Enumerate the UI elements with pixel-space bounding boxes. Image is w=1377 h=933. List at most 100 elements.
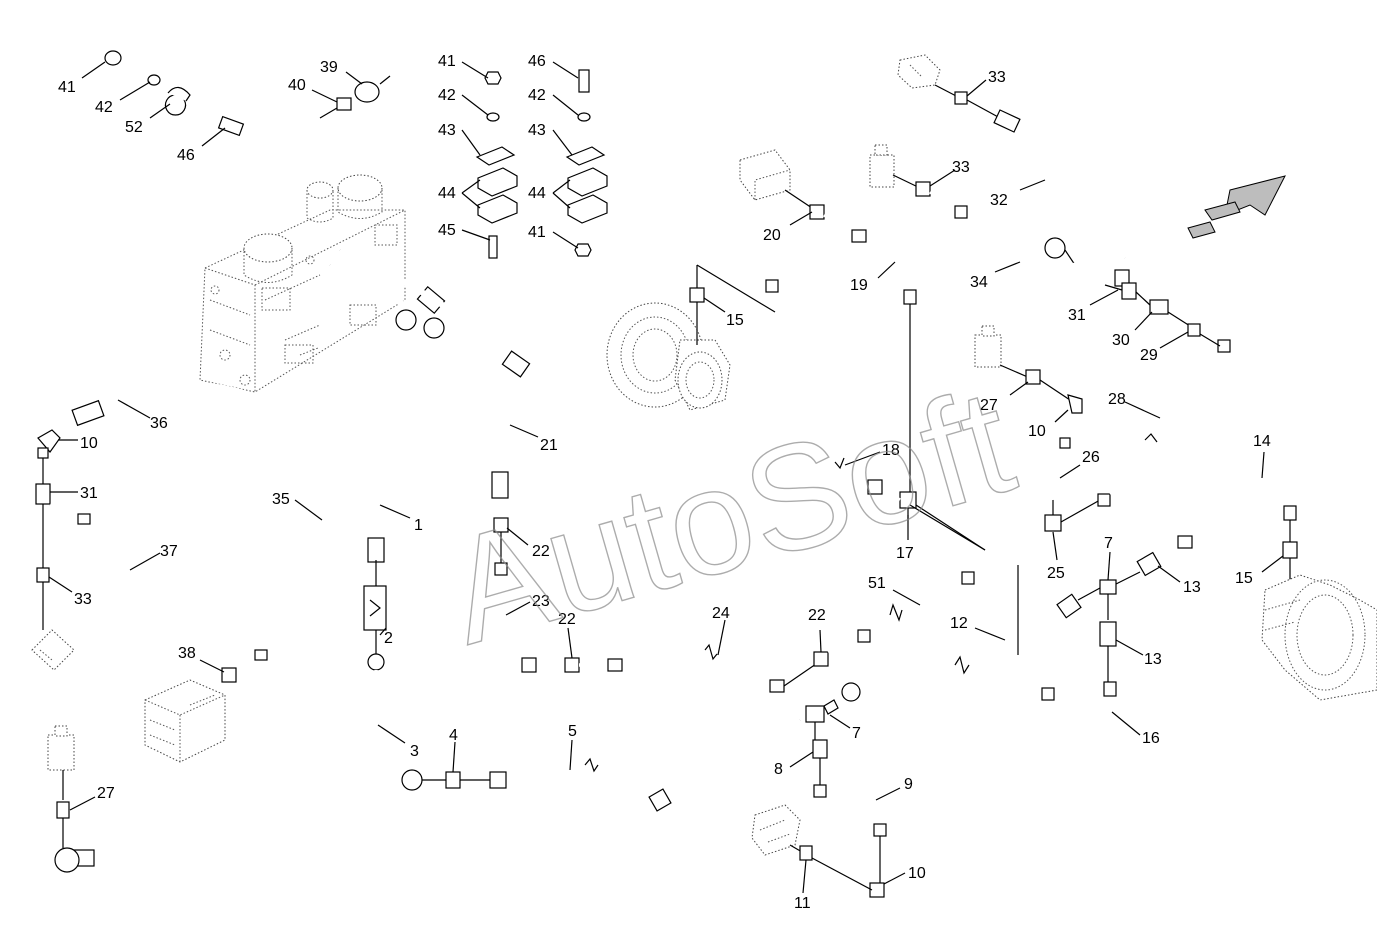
pipe-34 <box>929 190 1127 267</box>
fitting-27-right <box>1025 369 1041 385</box>
solenoid-33-mid <box>869 144 895 188</box>
wheel-motor-right <box>1261 574 1377 701</box>
callout-12: 12 <box>950 615 968 632</box>
elbow-10-left <box>37 429 61 459</box>
callout-31: 31 <box>80 485 98 502</box>
callout-22: 22 <box>532 543 550 560</box>
callout-29: 29 <box>1140 347 1158 364</box>
callout-4: 4 <box>449 727 458 744</box>
watermark: AutoSoft <box>430 356 1029 676</box>
callout-7: 7 <box>852 725 861 742</box>
callout-45: 45 <box>438 222 456 239</box>
callout-41: 41 <box>528 224 546 241</box>
callout-3: 3 <box>410 743 419 760</box>
pipe-18 <box>763 263 901 502</box>
callout-33: 33 <box>952 159 970 176</box>
pipe-5 <box>489 718 801 818</box>
fitting-13-upper <box>1136 551 1162 577</box>
fitting-20 <box>809 204 825 220</box>
fitting-22-c <box>813 651 829 667</box>
pipe-24 <box>579 653 785 696</box>
callout-22: 22 <box>808 607 826 624</box>
wheel-motor-center <box>606 302 731 411</box>
hose-36 <box>71 327 414 427</box>
pipe-51 <box>827 516 1051 654</box>
callout-44: 44 <box>528 185 546 202</box>
callout-23: 23 <box>532 593 550 610</box>
solenoid-left <box>31 629 75 671</box>
fitting-33-mid <box>915 181 931 197</box>
tee-25 <box>1044 500 1062 532</box>
fitting-22-b <box>564 657 580 673</box>
fastener-group-39-40 <box>336 81 380 111</box>
solenoid-11 <box>751 804 801 856</box>
callout-9: 9 <box>904 776 913 793</box>
callout-33: 33 <box>988 69 1006 86</box>
tee-31-right <box>1104 269 1137 300</box>
callout-37: 37 <box>160 543 178 560</box>
callout-1: 1 <box>414 517 423 534</box>
callout-40: 40 <box>288 77 306 94</box>
elbow-10-bottom <box>869 882 885 898</box>
callout-16: 16 <box>1142 730 1160 747</box>
callout-46: 46 <box>177 147 195 164</box>
hydraulic-tank-block <box>199 174 406 393</box>
callout-5: 5 <box>568 723 577 740</box>
fitting-11 <box>799 845 813 861</box>
callout-41: 41 <box>438 53 456 70</box>
valve-block-left <box>144 679 226 763</box>
callout-13: 13 <box>1183 579 1201 596</box>
fitting-27-left <box>56 801 70 819</box>
callout-21: 21 <box>540 437 558 454</box>
callout-28: 28 <box>1108 391 1126 408</box>
pipe-9 <box>813 784 887 837</box>
callout-52: 52 <box>125 119 143 136</box>
pipe-14 <box>1157 471 1297 562</box>
fitting-29 <box>1187 323 1201 337</box>
callout-15: 15 <box>1235 570 1253 587</box>
callout-7: 7 <box>1104 535 1113 552</box>
callout-41: 41 <box>58 79 76 96</box>
callout-43: 43 <box>438 122 456 139</box>
elbow-10-right <box>1067 394 1083 414</box>
pipe-23 <box>494 562 565 673</box>
callout-30: 30 <box>1112 332 1130 349</box>
callout-43: 43 <box>528 122 546 139</box>
fastener-group-41-52-46 <box>104 50 245 137</box>
callout-11: 11 <box>794 895 811 912</box>
callout-26: 26 <box>1082 449 1100 466</box>
callout-27: 27 <box>97 785 115 802</box>
pipe-37 <box>49 503 277 670</box>
hose-21 <box>338 247 553 499</box>
callout-44: 44 <box>438 185 456 202</box>
callout-33: 33 <box>74 591 92 608</box>
callout-10: 10 <box>1028 423 1046 440</box>
callout-32: 32 <box>990 192 1008 209</box>
callout-42: 42 <box>438 87 456 104</box>
callout-17: 17 <box>896 545 914 562</box>
fitting-4 <box>445 771 461 789</box>
callout-42: 42 <box>95 99 113 116</box>
callout-15: 15 <box>726 312 744 329</box>
solenoid-27-right <box>974 325 1002 368</box>
pipe-16 <box>1016 655 1117 750</box>
callout-42: 42 <box>528 87 546 104</box>
callout-10: 10 <box>80 435 98 452</box>
hose-35 <box>54 334 443 873</box>
fitting-15-center <box>689 287 705 303</box>
clamp-stack-right <box>565 69 608 257</box>
callout-24: 24 <box>712 605 730 622</box>
solenoid-33-top <box>897 54 941 89</box>
fitting-8 <box>812 739 828 759</box>
callout-8: 8 <box>774 761 783 778</box>
tee-7-left <box>805 699 839 723</box>
fitting-33-left <box>36 567 50 583</box>
fitting-33-top <box>954 91 968 105</box>
callout-34: 34 <box>970 274 988 291</box>
fitting-38 <box>221 667 237 683</box>
callout-20: 20 <box>763 227 781 244</box>
fitting-30 <box>1149 299 1169 315</box>
tee-31-left <box>35 483 51 505</box>
